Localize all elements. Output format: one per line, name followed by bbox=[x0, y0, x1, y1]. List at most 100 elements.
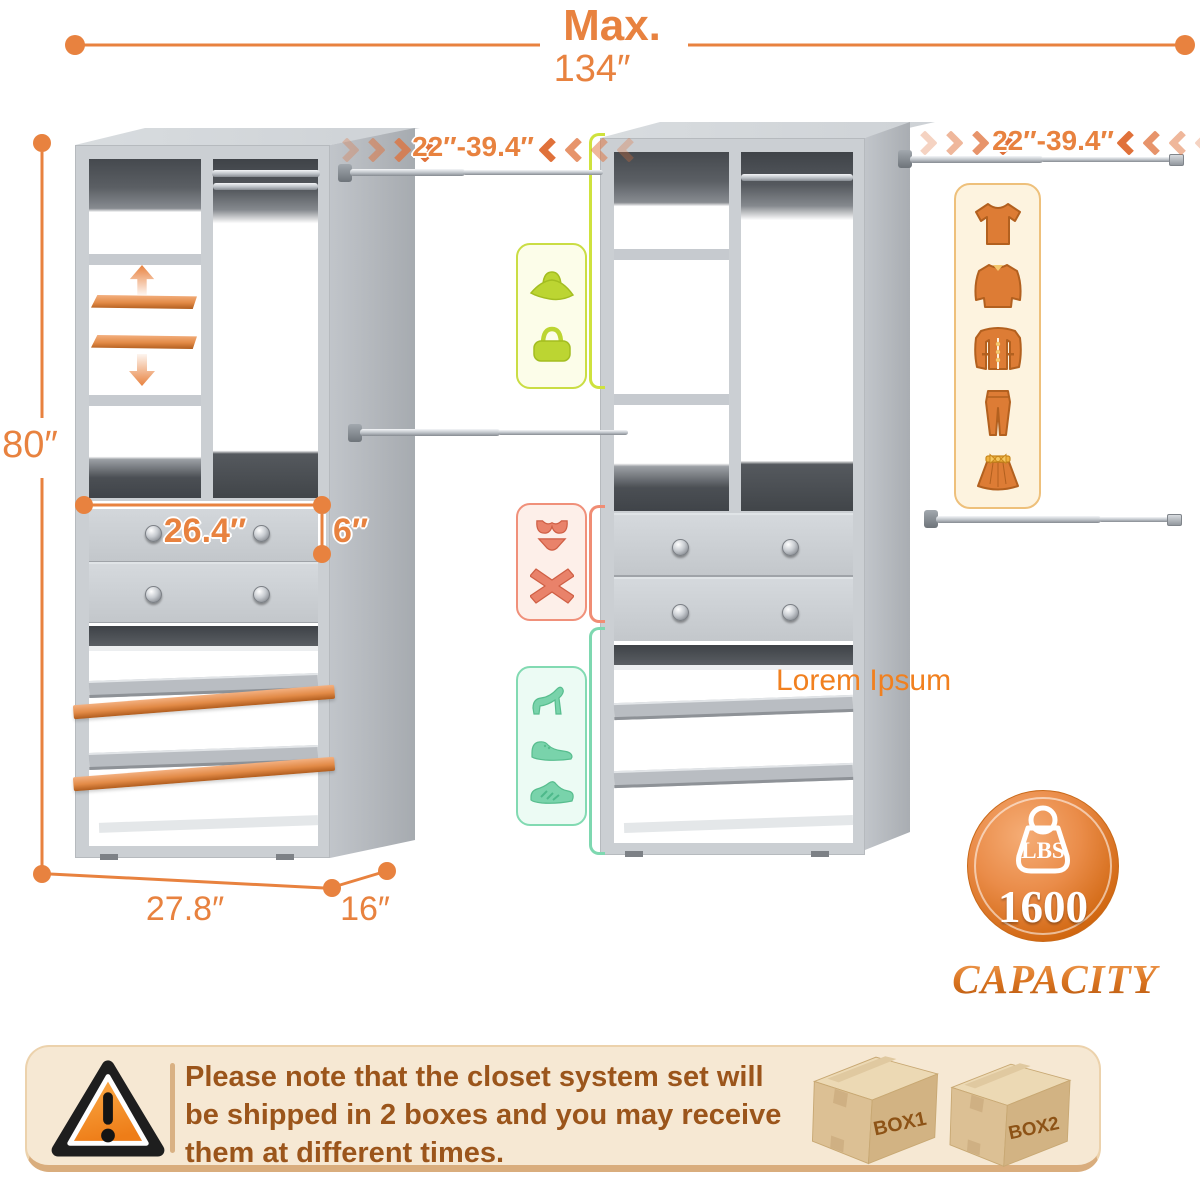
foot bbox=[625, 851, 643, 857]
closet-rod bbox=[741, 174, 853, 181]
sneaker-icon bbox=[529, 781, 574, 804]
capacity-badge: LBS 1600 bbox=[967, 790, 1119, 942]
drawer-knob bbox=[253, 586, 270, 603]
rod-end-cap bbox=[1167, 514, 1182, 526]
drawer-knob bbox=[782, 539, 799, 556]
notice-line-3: them at different times. bbox=[185, 1137, 505, 1169]
hanging-section-bracket bbox=[589, 133, 605, 389]
badge-inner-ring bbox=[974, 797, 1112, 935]
shelf-edge bbox=[89, 646, 318, 651]
shelf-opening bbox=[614, 645, 853, 665]
shirt-icon bbox=[973, 264, 1022, 309]
lbs-label: LBS bbox=[1021, 838, 1064, 863]
unit-left-front bbox=[72, 145, 336, 860]
drawer-height-value: 6″ bbox=[333, 512, 369, 550]
drawer-knob bbox=[782, 604, 799, 621]
shoe-shelf-section bbox=[613, 641, 854, 843]
cubby-bottom-left bbox=[89, 406, 201, 498]
closet-rod bbox=[213, 183, 318, 190]
drawer-knob bbox=[145, 525, 162, 542]
shipping-notice-banner: Please note that the closet system set w… bbox=[25, 1045, 1101, 1172]
chevrons-left-icon bbox=[538, 137, 642, 163]
unit-right-side-panel bbox=[865, 122, 910, 850]
shipping-box-2: BOX2 bbox=[949, 1063, 1072, 1167]
shoe-shelf-section bbox=[72, 623, 336, 846]
pants-icon bbox=[984, 389, 1011, 436]
drawer-knob bbox=[672, 539, 689, 556]
tshirt-icon bbox=[974, 202, 1021, 245]
foot bbox=[811, 851, 829, 857]
base-floor bbox=[623, 815, 854, 833]
cubby-top-left bbox=[89, 159, 201, 254]
shoe-section-bracket bbox=[589, 627, 605, 855]
drawer-width-value: 26.4″ bbox=[163, 512, 247, 550]
capacity-value: 1600 bbox=[998, 882, 1088, 932]
cubby-bottom-left bbox=[614, 405, 729, 511]
notice-line-1: Please note that the closet system set w… bbox=[185, 1061, 764, 1093]
adjustable-shelf-highlight bbox=[91, 295, 197, 309]
accessories-panel bbox=[516, 243, 587, 389]
drawer bbox=[89, 501, 318, 564]
extendable-rod-right-mid bbox=[936, 516, 1101, 523]
unit-left-top-face bbox=[75, 128, 420, 145]
foot bbox=[100, 854, 118, 860]
arrow-down-icon bbox=[129, 354, 155, 386]
unit-right-front bbox=[600, 138, 865, 857]
dress-shoe-icon bbox=[530, 741, 573, 761]
shelf-edge bbox=[614, 665, 853, 670]
extendable-rod-left-mid bbox=[360, 429, 500, 436]
adjustable-shelf-cubby bbox=[89, 265, 201, 395]
drawer-knob bbox=[253, 525, 270, 542]
arrow-up-icon bbox=[129, 265, 155, 295]
inner-rod-left-unit bbox=[212, 170, 320, 177]
rod-range-left: 22″-39.4″ bbox=[412, 131, 534, 162]
watermark: Lorem Ipsum bbox=[776, 664, 952, 697]
cross-icon bbox=[529, 568, 574, 604]
shipping-box-1: BOX1 bbox=[811, 1056, 939, 1165]
extendable-rod-left-upper-thin bbox=[463, 170, 603, 175]
skirt-icon bbox=[976, 453, 1019, 491]
drawer bbox=[614, 577, 853, 644]
shoes-panel bbox=[516, 666, 587, 826]
unit-width-value: 27.8″ bbox=[145, 890, 225, 928]
unit-left-side-panel bbox=[330, 128, 415, 858]
hanging-cubby bbox=[213, 159, 318, 498]
cubby-middle bbox=[614, 260, 729, 394]
height-dimension bbox=[33, 134, 51, 866]
handbag-icon bbox=[532, 326, 571, 362]
base-floor bbox=[98, 815, 319, 833]
extendable-rod-left-mid-thin bbox=[498, 430, 628, 435]
no-underwear-panel bbox=[516, 503, 587, 621]
notice-line-2: be shipped in 2 boxes and you may receiv… bbox=[185, 1099, 782, 1131]
drawer-knob bbox=[145, 586, 162, 603]
drawer bbox=[89, 562, 318, 625]
closet-unit-left bbox=[72, 128, 420, 862]
drawer-knob bbox=[672, 604, 689, 621]
unit-depth-value: 16″ bbox=[340, 890, 390, 928]
rod-mount bbox=[348, 424, 362, 442]
rod-range-right: 22″-39.4″ bbox=[992, 125, 1114, 156]
rod-mount bbox=[898, 150, 912, 168]
hanging-cubby bbox=[741, 152, 853, 511]
cubby-top-left bbox=[614, 152, 729, 249]
chevrons-left-icon bbox=[1116, 130, 1200, 156]
extendable-rod-right-upper-thin bbox=[1041, 157, 1171, 162]
weight-icon: LBS bbox=[1016, 805, 1070, 874]
drawer-section-bracket bbox=[589, 505, 605, 623]
extendable-rod-left-upper bbox=[350, 169, 465, 176]
foot bbox=[276, 854, 294, 860]
closet-unit-right bbox=[600, 122, 935, 857]
max-label: Max. bbox=[563, 1, 661, 50]
warning-icon bbox=[51, 1060, 165, 1157]
divider bbox=[170, 1063, 175, 1153]
high-heel-icon bbox=[531, 686, 564, 715]
extendable-rod-right-upper bbox=[910, 156, 1043, 163]
capacity-label: CAPACITY bbox=[940, 955, 1170, 1003]
drawer bbox=[614, 513, 853, 578]
rod-mount bbox=[338, 164, 352, 182]
rod-end-cap bbox=[1169, 154, 1184, 166]
shelf-opening bbox=[89, 626, 318, 646]
clothing-panel bbox=[954, 183, 1041, 509]
rod-mount bbox=[924, 510, 938, 528]
